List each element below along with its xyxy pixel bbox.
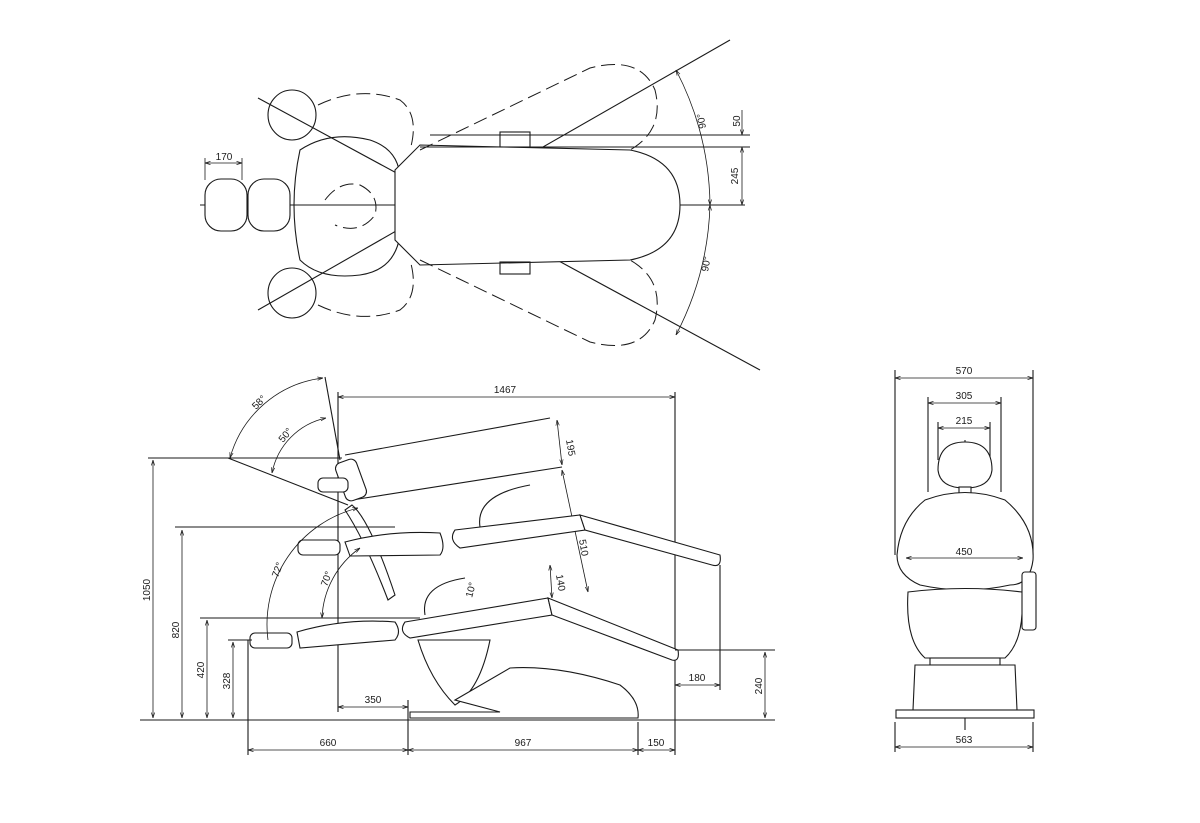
dim-offset-top: 50 <box>732 115 743 127</box>
angle-arc <box>230 378 323 458</box>
dim-max-height: 1050 <box>142 578 153 601</box>
side-view: 1467 58° 50° 195 510 820 140 10° <box>140 377 775 755</box>
dim-headrest-angle-outer: 58° <box>250 394 268 412</box>
headrest-outline <box>204 178 248 232</box>
dim-raised-height: 820 <box>171 621 182 638</box>
dim-backrest-angle-inner: 70° <box>319 570 335 588</box>
dim-seat-tilt: 10° <box>464 581 479 598</box>
seat-outline <box>394 144 681 266</box>
dim-foot-height: 240 <box>754 677 765 694</box>
dim-head-offset: 350 <box>365 695 382 706</box>
dim-front-length: 660 <box>320 738 337 749</box>
seat-mount <box>929 657 1001 666</box>
dim-foot-overhang: 180 <box>689 673 706 684</box>
armrest-bracket <box>499 261 531 275</box>
angle-arc <box>676 205 710 335</box>
dim-backrest-angle-outer: 72° <box>270 561 286 579</box>
chair-base <box>409 667 639 719</box>
headrest-rotated-outline <box>267 267 317 319</box>
backrest-front <box>896 491 1034 591</box>
front-view: 570 305 215 450 563 <box>894 366 1037 752</box>
dim-seat-depth: 140 <box>553 574 567 593</box>
dim-headrest-outer: 305 <box>956 391 973 402</box>
headrest-part <box>249 632 293 649</box>
dim-half-width: 245 <box>730 167 741 184</box>
dim-seat-height: 420 <box>196 661 207 678</box>
base-plate <box>895 709 1035 719</box>
angle-arc <box>272 418 326 473</box>
dim-rotation-upper: 90° <box>695 113 708 130</box>
dim-base-width: 563 <box>956 735 973 746</box>
dim-overall-length: 1467 <box>494 385 517 396</box>
armrest-lower <box>423 577 466 616</box>
angle-arc <box>322 548 360 618</box>
legrest-lower-part <box>547 597 679 661</box>
dim-overall-width: 570 <box>956 366 973 377</box>
seat-front <box>907 587 1023 659</box>
dim-headrest-width: 170 <box>216 152 233 163</box>
backrest-dashed-outline <box>317 259 414 317</box>
seat-rotated-outline <box>419 64 658 151</box>
headrest-outline <box>247 178 291 232</box>
backrest-outline <box>293 136 401 277</box>
dim-backrest-depth: 195 <box>563 439 577 458</box>
headrest-part <box>297 539 341 556</box>
seat-rotated-outline <box>419 259 658 346</box>
headrest-part <box>317 477 349 493</box>
dim-headrest-angle-inner: 50° <box>277 426 295 445</box>
headrest-front <box>937 441 993 489</box>
base-front <box>912 664 1018 711</box>
seat-upper-part <box>451 514 586 549</box>
angle-arc <box>676 70 710 205</box>
armrest-upper <box>479 484 531 528</box>
headrest-rotated-outline <box>267 89 317 141</box>
backrest-dashed-outline <box>324 183 377 229</box>
legrest-upper-part <box>579 514 721 567</box>
dim-min-height: 328 <box>222 672 233 689</box>
dim-base-length: 967 <box>515 738 532 749</box>
dim-backrest-travel: 510 <box>576 539 590 558</box>
chair-column <box>417 639 491 706</box>
armrest-side <box>1021 571 1037 631</box>
dim-rear-length: 150 <box>648 738 665 749</box>
dim-headrest-inner: 215 <box>956 416 973 427</box>
seat-lower-part <box>401 597 553 639</box>
dim-seat-width: 450 <box>956 547 973 558</box>
backrest-lower-part <box>296 620 400 649</box>
angle-arc <box>266 508 358 641</box>
backrest-dashed-outline <box>317 93 414 151</box>
armrest-bracket <box>499 131 531 148</box>
dim-rotation-lower: 90° <box>700 256 713 273</box>
backrest-upper-part <box>344 531 444 557</box>
top-view: 170 90° 90° 50 245 <box>200 39 761 371</box>
